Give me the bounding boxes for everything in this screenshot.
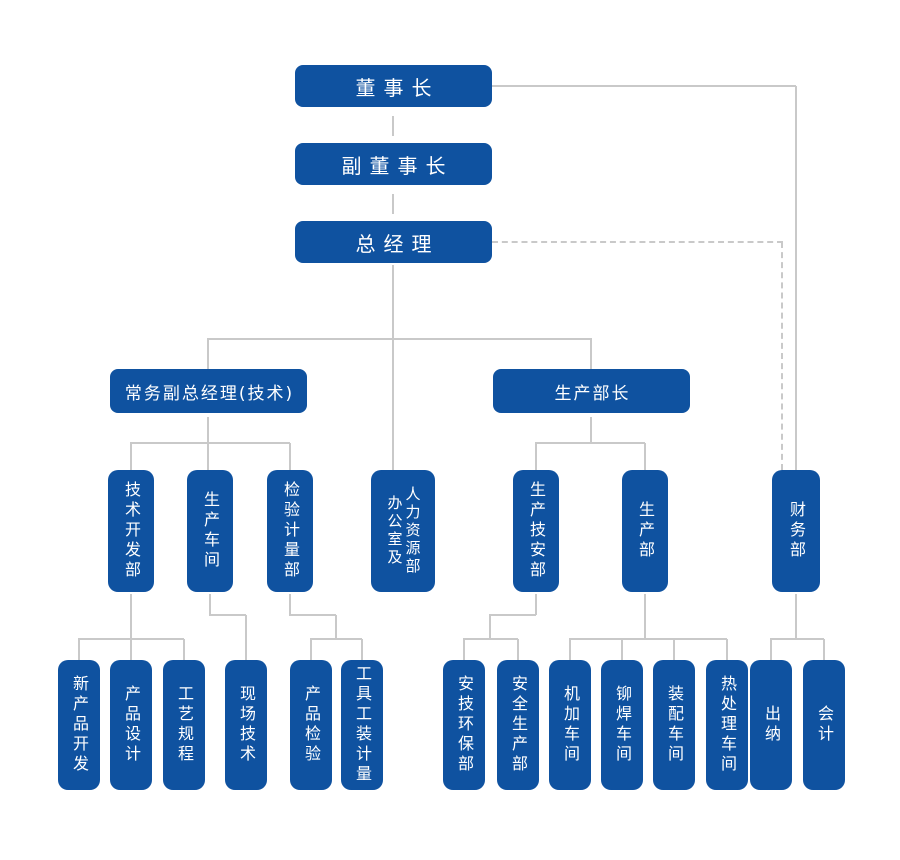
connector-line: [207, 417, 209, 443]
connector-line: [392, 116, 394, 136]
connector-line: [310, 638, 362, 640]
connector-line: [183, 639, 185, 660]
connector-line: [207, 339, 209, 369]
connector-line: [569, 638, 727, 640]
connector-line: [517, 639, 519, 660]
connector-chairman-to-finance: [492, 85, 796, 87]
org-node-welding-workshop: 铆焊车间: [601, 660, 643, 790]
org-node-tooling-metrology: 工具工装计量: [341, 660, 383, 790]
org-node-accountant: 会计: [803, 660, 845, 790]
org-node-product-inspection: 产品检验: [290, 660, 332, 790]
connector-line: [209, 594, 211, 615]
org-node-heat-treatment-workshop: 热处理车间: [706, 660, 748, 790]
connector-line: [310, 639, 312, 660]
org-node-production-director: 生产部长: [493, 369, 690, 413]
connector-line: [795, 594, 797, 639]
org-node-tech-dev-dept: 技术开发部: [108, 470, 154, 592]
org-node-process-regulations: 工艺规程: [163, 660, 205, 790]
connector-line: [726, 639, 728, 660]
connector-line: [621, 639, 623, 660]
connector-line: [463, 639, 465, 660]
connector-line: [770, 639, 772, 660]
connector-line: [535, 442, 645, 444]
connector-line: [207, 338, 592, 340]
connector-line: [392, 265, 394, 470]
connector-line: [489, 614, 536, 616]
org-node-vice-chairman: 副董事长: [295, 143, 492, 185]
office-hr-dept-line-1: 办公室及: [385, 495, 404, 567]
connector-line: [463, 638, 518, 640]
connector-line: [644, 594, 646, 639]
connector-line: [130, 639, 132, 660]
org-node-inspection-metrology-dept: 检验计量部: [267, 470, 313, 592]
org-node-finance-dept: 财务部: [772, 470, 820, 592]
org-node-production-dept: 生产部: [622, 470, 668, 592]
connector-line: [130, 442, 290, 444]
org-node-production-tech-safety-dept: 生产技安部: [513, 470, 559, 592]
connector-line: [335, 615, 337, 639]
connector-line: [770, 638, 824, 640]
org-node-exec-deputy-gm-tech: 常务副总经理(技术): [110, 369, 307, 413]
connector-line: [289, 594, 291, 615]
connector-line: [130, 594, 132, 639]
connector-line: [535, 594, 537, 615]
org-node-safety-production-dept: 安全生产部: [497, 660, 539, 790]
office-hr-dept-line-2: 人力资源部: [403, 486, 422, 576]
connector-line: [392, 194, 394, 214]
org-node-general-manager: 总经理: [295, 221, 492, 263]
connector-line: [489, 615, 491, 639]
org-node-assembly-workshop: 装配车间: [653, 660, 695, 790]
connector-line: [209, 614, 246, 616]
connector-line: [289, 614, 336, 616]
org-node-office-hr-dept: 办公室及 人力资源部: [371, 470, 435, 592]
connector-line: [130, 443, 132, 470]
connector-gm-to-finance-dashed: [781, 242, 783, 470]
org-node-production-workshop: 生产车间: [187, 470, 233, 592]
connector-line: [673, 639, 675, 660]
connector-line: [289, 443, 291, 470]
org-node-safety-env-dept: 安技环保部: [443, 660, 485, 790]
connector-line: [823, 639, 825, 660]
org-node-product-design: 产品设计: [110, 660, 152, 790]
connector-line: [78, 639, 80, 660]
connector-line: [644, 443, 646, 470]
connector-chairman-to-finance: [795, 86, 797, 470]
org-node-cashier: 出纳: [750, 660, 792, 790]
connector-line: [590, 339, 592, 369]
connector-line: [361, 639, 363, 660]
connector-line: [590, 417, 592, 443]
connector-line: [569, 639, 571, 660]
connector-line: [245, 615, 247, 660]
org-node-machining-workshop: 机加车间: [549, 660, 591, 790]
connector-line: [207, 443, 209, 470]
org-node-onsite-tech: 现场技术: [225, 660, 267, 790]
org-node-chairman: 董事长: [295, 65, 492, 107]
org-node-new-product-dev: 新产品开发: [58, 660, 100, 790]
connector-gm-to-finance-dashed: [492, 241, 783, 243]
connector-line: [535, 443, 537, 470]
